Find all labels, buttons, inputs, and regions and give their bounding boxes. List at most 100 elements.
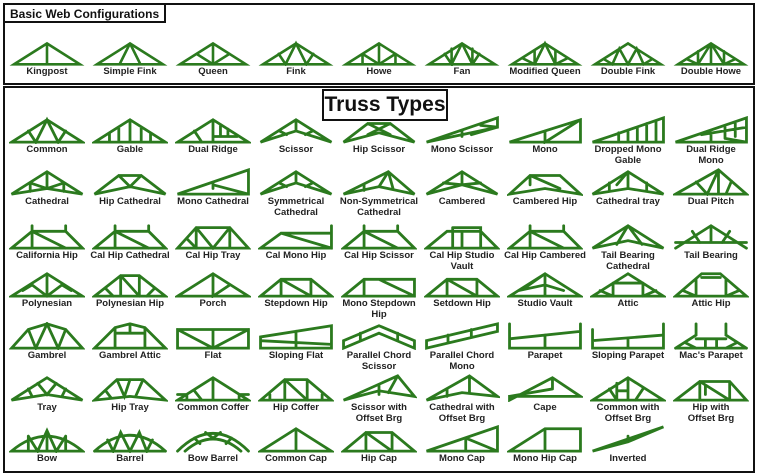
tail-truss-icon: [674, 224, 748, 250]
basic-web-item: Modified Queen: [503, 40, 587, 77]
truss-type-item: Cal Hip Scissor: [337, 222, 421, 261]
truss-type-item: Stepdown Hip: [254, 270, 338, 309]
truss-label: Mono Stepdown Hip: [342, 298, 416, 320]
truss-type-item: Studio Vault: [503, 270, 587, 309]
truss-type-item: Mono: [503, 116, 587, 155]
calhip-truss-icon: [92, 224, 168, 250]
truss-type-item: Hip Tray: [88, 374, 172, 413]
truss-label: Attic: [617, 298, 639, 309]
truss-label: Cal Hip Cathedral: [90, 250, 170, 261]
truss-type-item: Polynesian: [5, 270, 89, 309]
attic-truss-icon: [590, 272, 666, 298]
truss-label: Cal Hip Cambered: [504, 250, 586, 261]
truss-label: Polynesian Hip: [95, 298, 165, 309]
truss-type-item: Bow Barrel: [171, 425, 255, 464]
mono-truss-icon: [509, 117, 582, 144]
truss-label: Common Cap: [265, 453, 327, 464]
truss-label: Studio Vault: [517, 298, 573, 309]
stepdown-truss-icon: [258, 277, 334, 298]
nonsymcath-truss-icon: [342, 170, 416, 196]
truss-label: Fink: [286, 66, 306, 77]
basic-web-item: Double Fink: [586, 40, 670, 77]
truss-type-item: Hip Cathedral: [88, 168, 172, 207]
monocathedral-truss-icon: [177, 168, 250, 196]
truss-label: Tail Bearing: [684, 250, 738, 261]
bow-truss-icon: [9, 427, 85, 453]
calhip-truss-icon: [9, 224, 85, 250]
slopingparapet-truss-icon: [591, 322, 665, 350]
truss-type-item: Polynesian Hip: [88, 270, 172, 309]
commonoffset-truss-icon: [590, 376, 666, 402]
truss-type-item: Cathedral tray: [586, 168, 670, 207]
truss-label: Mono Cap: [439, 453, 485, 464]
basic-web-item: Queen: [171, 40, 255, 77]
hiptray-truss-icon: [92, 378, 168, 402]
truss-label: Mac's Parapet: [679, 350, 743, 361]
truss-label: Hip Scissor: [352, 144, 406, 155]
truss-label: Cambered: [438, 196, 486, 207]
truss-label: Parapet: [527, 350, 563, 361]
calhiptray-truss-icon: [175, 226, 251, 250]
truss-label: Dual Ridge: [188, 144, 238, 155]
howe-truss-icon: [341, 41, 417, 66]
truss-label: Queen: [198, 66, 228, 77]
monoscissor-truss-icon: [426, 116, 499, 144]
truss-label: Setdown Hip: [433, 298, 491, 309]
doublefink-truss-icon: [590, 41, 666, 66]
simplefink-truss-icon: [92, 41, 168, 66]
truss-label: Hip with Offset Brg: [687, 402, 735, 424]
gambrel-truss-icon: [9, 322, 85, 350]
kingpost-truss-icon: [9, 41, 85, 66]
truss-label: Cambered Hip: [512, 196, 578, 207]
modqueen-truss-icon: [507, 40, 583, 66]
truss-label: Parallel Chord Scissor: [346, 350, 412, 372]
cathedraltray-truss-icon: [591, 170, 665, 196]
truss-label: Common: [26, 144, 68, 155]
truss-type-item: Scissor with Offset Brg: [337, 374, 421, 424]
truss-label: Cathedral with Offset Brg: [429, 402, 495, 424]
truss-type-item: Cathedral: [5, 168, 89, 207]
truss-label: Howe: [366, 66, 392, 77]
macsparapet-truss-icon: [674, 322, 748, 350]
truss-type-item: Dual Ridge: [171, 116, 255, 155]
truss-type-item: Mono Scissor: [420, 116, 504, 155]
gambrelattic-truss-icon: [92, 322, 168, 350]
basic-web-item: Fink: [254, 40, 338, 77]
truss-label: Cal Hip Tray: [185, 250, 241, 261]
truss-label: Gambrel Attic: [99, 350, 161, 361]
truss-type-item: Parapet: [503, 322, 587, 361]
slopingflat-truss-icon: [259, 324, 333, 350]
cathoffset-truss-icon: [425, 374, 500, 402]
truss-type-item: Dropped Mono Gable: [586, 116, 670, 166]
dualpitch-truss-icon: [673, 168, 749, 196]
doublehowe-truss-icon: [673, 41, 749, 66]
porch-truss-icon: [175, 272, 251, 298]
truss-type-item: Cal Hip Cambered: [503, 222, 587, 261]
truss-label: Dual Pitch: [687, 196, 735, 207]
polyhip-truss-icon: [92, 274, 168, 298]
truss-type-item: Hip with Offset Brg: [669, 374, 753, 424]
truss-label: Double Fink: [600, 66, 656, 77]
truss-type-item: Cal Hip Tray: [171, 222, 255, 261]
truss-label: Stepdown Hip: [264, 298, 328, 309]
truss-type-item: Dual Ridge Mono: [669, 116, 753, 166]
truss-label: Dual Ridge Mono: [686, 144, 736, 166]
truss-type-item: Mono Cathedral: [171, 168, 255, 207]
truss-label: Flat: [204, 350, 222, 361]
truss-type-item: Attic: [586, 270, 670, 309]
cathedral-truss-icon: [10, 170, 84, 196]
truss-type-item: Gambrel: [5, 322, 89, 361]
parapet-truss-icon: [508, 322, 582, 350]
pcmono-truss-icon: [425, 322, 499, 350]
truss-type-item: Scissor: [254, 116, 338, 155]
truss-type-item: Parallel Chord Mono: [420, 322, 504, 372]
truss-label: Symmetrical Cathedral: [267, 196, 325, 218]
truss-type-item: Cambered: [420, 168, 504, 207]
truss-type-item: Barrel: [88, 425, 172, 464]
tailcath-truss-icon: [591, 224, 665, 250]
truss-type-item: Common Coffer: [171, 374, 255, 413]
truss-label: Scissor with Offset Brg: [351, 402, 407, 424]
truss-label: Sloping Parapet: [591, 350, 665, 361]
truss-label: Bow: [36, 453, 58, 464]
truss-type-item: Mono Cap: [420, 425, 504, 464]
